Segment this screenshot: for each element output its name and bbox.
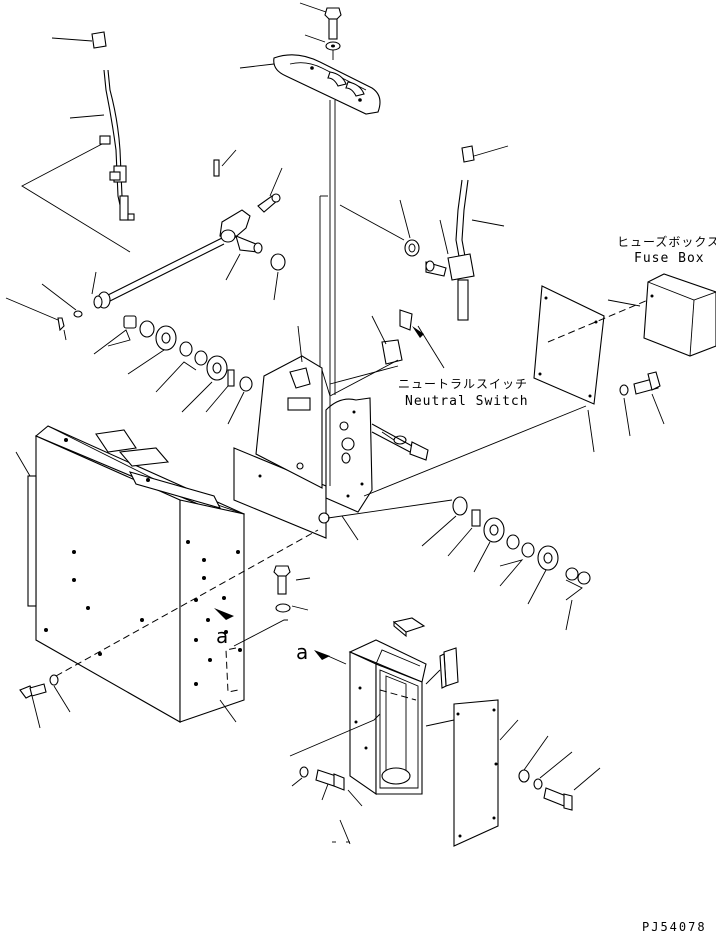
left-small-parts [5, 283, 83, 341]
top-bolt [299, 2, 342, 51]
fuse-box [643, 273, 716, 357]
neutral-switch-part [329, 309, 445, 397]
lower-right-bolts [518, 735, 601, 811]
neutral-switch-label-jp: ニュートラルスイッチ [398, 377, 529, 391]
left-lever [21, 31, 135, 253]
right-lever [270, 145, 509, 321]
lower-left-bolts [289, 713, 381, 807]
left-shaft-stack [93, 315, 253, 425]
right-shaft-stack [327, 496, 591, 631]
neutral-switch-label-en: Neutral Switch [405, 394, 529, 409]
lower-bracket [314, 639, 427, 845]
center-bracket [233, 325, 373, 541]
lower-cover [425, 699, 519, 847]
reference-a-console: a [216, 624, 229, 648]
linkage-rod [91, 167, 283, 309]
mid-bolt [233, 565, 311, 647]
rear-plate [533, 285, 649, 453]
fuse-box-label-jp: ヒューズボックス [617, 235, 716, 249]
top-cover [239, 50, 381, 115]
drawing-number: PJ54078 [642, 920, 707, 934]
console-box [15, 425, 246, 723]
fuse-box-label-en: Fuse Box [634, 251, 705, 266]
console-bolt [19, 674, 71, 729]
fuse-box-bolt [619, 371, 665, 437]
bracket-bolt [371, 423, 429, 461]
rubber-pads [392, 617, 459, 689]
small-pin [213, 149, 237, 177]
reference-a-bracket: a [296, 640, 309, 664]
